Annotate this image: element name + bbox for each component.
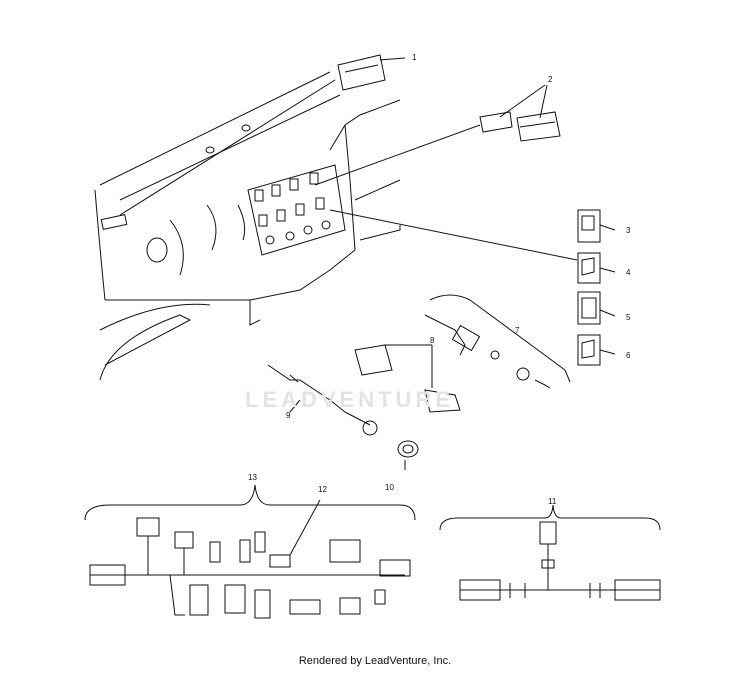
- parts-3-6-switches: [329, 209, 616, 366]
- callout-13: 13: [248, 473, 257, 482]
- callout-2: 2: [548, 75, 553, 84]
- watermark: LEADVENTURE: [245, 387, 455, 412]
- harness-13: [89, 499, 411, 619]
- part-2-bezels: [314, 84, 561, 186]
- callout-11: 11: [548, 497, 557, 506]
- part-10-grommet: [397, 440, 419, 470]
- callout-8: 8: [430, 336, 435, 345]
- part-1-connector: [119, 54, 406, 216]
- callout-12: 12: [318, 485, 327, 494]
- footer-credit: Rendered by LeadVenture, Inc.: [298, 655, 452, 667]
- callout-4: 4: [626, 268, 631, 277]
- part-8-socket: [354, 344, 461, 413]
- dashboard-outline: [94, 71, 401, 381]
- callout-1: 1: [412, 53, 417, 62]
- callout-6: 6: [626, 351, 631, 360]
- part-9-cable: [267, 364, 378, 436]
- callout-9: 9: [286, 411, 291, 420]
- switch-panel: [247, 164, 346, 256]
- callout-3: 3: [626, 226, 631, 235]
- harness-11: [459, 521, 661, 601]
- gauge-openings: [100, 124, 251, 276]
- callout-10: 10: [385, 483, 394, 492]
- brace-13: [84, 484, 416, 521]
- callout-7: 7: [515, 326, 520, 335]
- callout-5: 5: [626, 313, 631, 322]
- part-7-ignition: [424, 294, 571, 389]
- brace-11: [439, 504, 661, 531]
